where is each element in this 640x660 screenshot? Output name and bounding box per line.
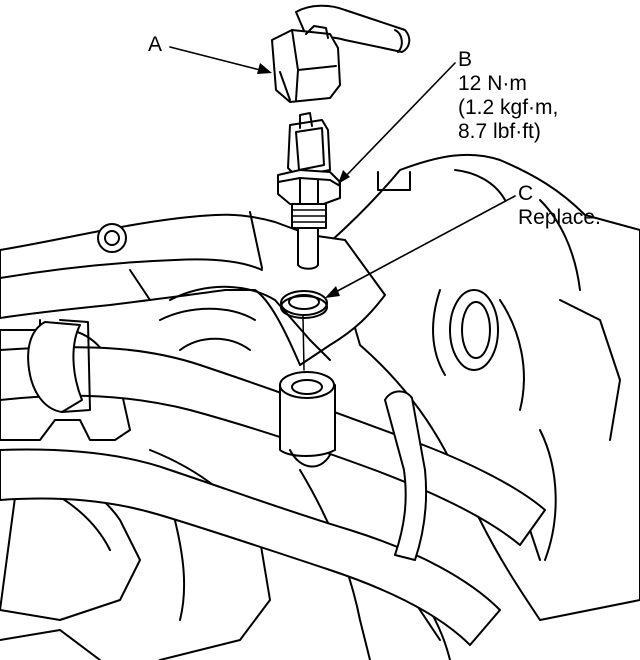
callout-c: C Replace. bbox=[518, 182, 601, 230]
coolant-hose bbox=[0, 319, 546, 646]
torque-spec-nm: 12 N·m bbox=[458, 72, 527, 95]
arrowhead-b bbox=[338, 170, 350, 184]
temperature-sensor bbox=[277, 112, 341, 270]
leader-line-b bbox=[341, 62, 456, 181]
arrowhead-a bbox=[257, 63, 272, 74]
leader-lines bbox=[169, 46, 516, 296]
leader-line-a bbox=[169, 46, 269, 73]
sensor-connector bbox=[271, 4, 411, 103]
callout-a: A bbox=[148, 33, 162, 57]
alignment-line bbox=[302, 315, 305, 371]
replace-note: Replace. bbox=[518, 206, 601, 229]
torque-spec-lbfft: 8.7 lbf·ft) bbox=[458, 120, 541, 143]
leader-line-c bbox=[329, 195, 516, 296]
engine-block bbox=[0, 153, 640, 660]
callout-b-letter: B bbox=[458, 48, 473, 71]
arrowhead-c bbox=[325, 286, 340, 298]
torque-spec-kgfm: (1.2 kgf·m, bbox=[458, 96, 559, 119]
callout-a-letter: A bbox=[148, 33, 163, 56]
sensor-mounting-boss bbox=[279, 371, 336, 468]
small-hose bbox=[384, 390, 428, 561]
leader-arrowheads bbox=[257, 63, 350, 298]
sealing-washer bbox=[280, 290, 328, 319]
callout-c-letter: C bbox=[518, 182, 534, 205]
callout-b: B 12 N·m (1.2 kgf·m, 8.7 lbf·ft) bbox=[458, 48, 558, 144]
